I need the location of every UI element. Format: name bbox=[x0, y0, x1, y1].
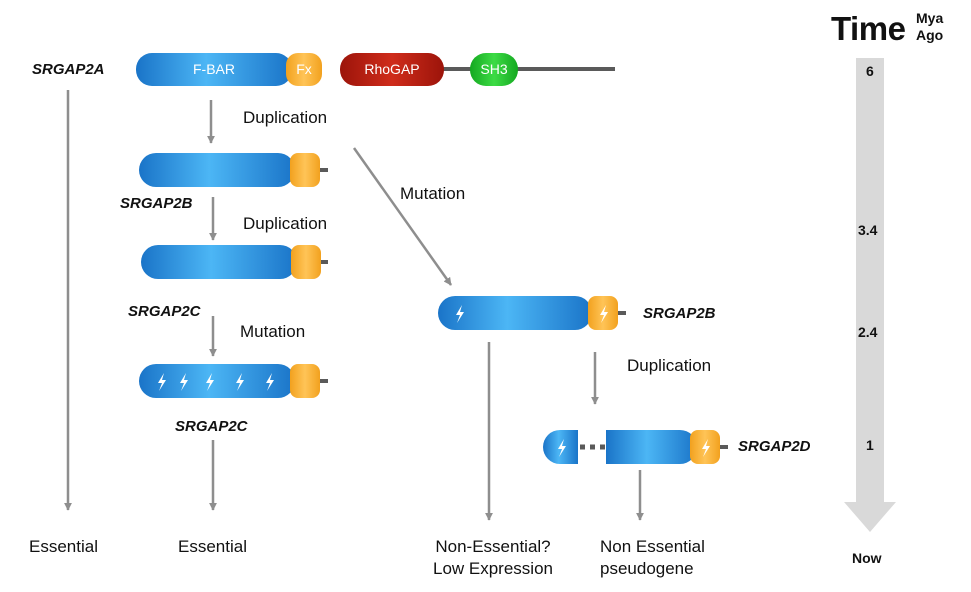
event-label-duplication: Duplication bbox=[243, 108, 328, 127]
timeline-unit-line2: Ago bbox=[916, 27, 944, 43]
mutation-bolt-icon bbox=[180, 373, 188, 391]
fx-domain bbox=[290, 364, 320, 398]
timeline-tick: 2.4 bbox=[858, 324, 878, 340]
gene-label-srgap2b-left: SRGAP2B bbox=[120, 195, 193, 212]
mutation-bolt-icon bbox=[702, 439, 710, 457]
timeline-tick: 1 bbox=[866, 437, 874, 453]
outcome-srgap2d: Non Essential pseudogene bbox=[600, 536, 730, 580]
timeline-tick: 3.4 bbox=[858, 222, 878, 238]
mutation-bolt-icon bbox=[600, 305, 608, 323]
event-label-mutation: Mutation bbox=[400, 184, 466, 203]
gene-label-srgap2b-right: SRGAP2B bbox=[643, 305, 716, 322]
timeline-title: Time bbox=[831, 10, 906, 47]
timeline-unit: Mya Ago bbox=[916, 10, 943, 44]
outcome-srgap2a: Essential bbox=[29, 537, 98, 556]
outcome-srgap2c: Essential bbox=[178, 537, 247, 556]
fbar-domain bbox=[139, 364, 295, 398]
srgap2d-protein bbox=[543, 430, 728, 464]
sh3-domain bbox=[470, 53, 518, 86]
gene-label-srgap2c-left-bottom: SRGAP2C bbox=[175, 418, 248, 435]
mutation-bolt-icon bbox=[158, 373, 166, 391]
rhogap-domain bbox=[340, 53, 444, 86]
outcome-srgap2b-line2: Low Expression bbox=[432, 559, 553, 578]
srgap2c-mutated-protein bbox=[139, 364, 328, 398]
srgap2b-right-protein bbox=[438, 296, 626, 330]
fbar-domain bbox=[136, 53, 292, 86]
rhogap-label: RhoGAP bbox=[364, 61, 419, 77]
gene-label-srgap2c-left-top: SRGAP2C bbox=[128, 303, 201, 320]
fbar-domain bbox=[438, 296, 592, 330]
fbar-domain bbox=[141, 245, 297, 279]
srgap2a-protein: F-BAR Fx RhoGAP SH3 bbox=[136, 53, 615, 86]
mutation-bolt-icon bbox=[558, 439, 566, 457]
event-label-mutation: Mutation bbox=[240, 322, 306, 341]
srgap2c-left-protein bbox=[141, 245, 328, 279]
outcome-srgap2d-line1: Non Essential bbox=[600, 537, 705, 556]
arrows bbox=[63, 90, 645, 521]
fx-domain bbox=[286, 53, 322, 86]
mutation-bolt-icon bbox=[236, 373, 244, 391]
timeline-tick: 6 bbox=[866, 63, 874, 79]
mutation-bolt-icon bbox=[266, 373, 274, 391]
mutation-bolt-icon bbox=[456, 305, 464, 323]
fx-domain bbox=[290, 153, 320, 187]
outcome-srgap2b-line1: Non-Essential? bbox=[435, 537, 551, 556]
event-label-duplication: Duplication bbox=[627, 356, 712, 375]
gene-label-srgap2a: SRGAP2A bbox=[32, 61, 105, 78]
outcome-srgap2b: Non-Essential? Low Expression bbox=[418, 536, 568, 580]
event-label-duplication: Duplication bbox=[243, 214, 328, 233]
srgap2b-left-protein bbox=[139, 153, 328, 187]
sh3-label: SH3 bbox=[480, 61, 507, 77]
fbar-fragment-right bbox=[606, 430, 697, 464]
outcome-srgap2d-line2: pseudogene bbox=[600, 559, 694, 578]
fbar-domain bbox=[139, 153, 295, 187]
fbar-label: F-BAR bbox=[193, 61, 235, 77]
fx-label: Fx bbox=[296, 61, 312, 77]
timeline-end: Now bbox=[852, 550, 882, 566]
fx-domain bbox=[291, 245, 321, 279]
timeline-unit-line1: Mya bbox=[916, 10, 944, 26]
arrow-mut-right bbox=[352, 147, 453, 286]
gene-label-srgap2d: SRGAP2D bbox=[738, 438, 811, 455]
timeline-arrow bbox=[844, 58, 896, 532]
mutation-bolt-icon bbox=[206, 373, 214, 391]
